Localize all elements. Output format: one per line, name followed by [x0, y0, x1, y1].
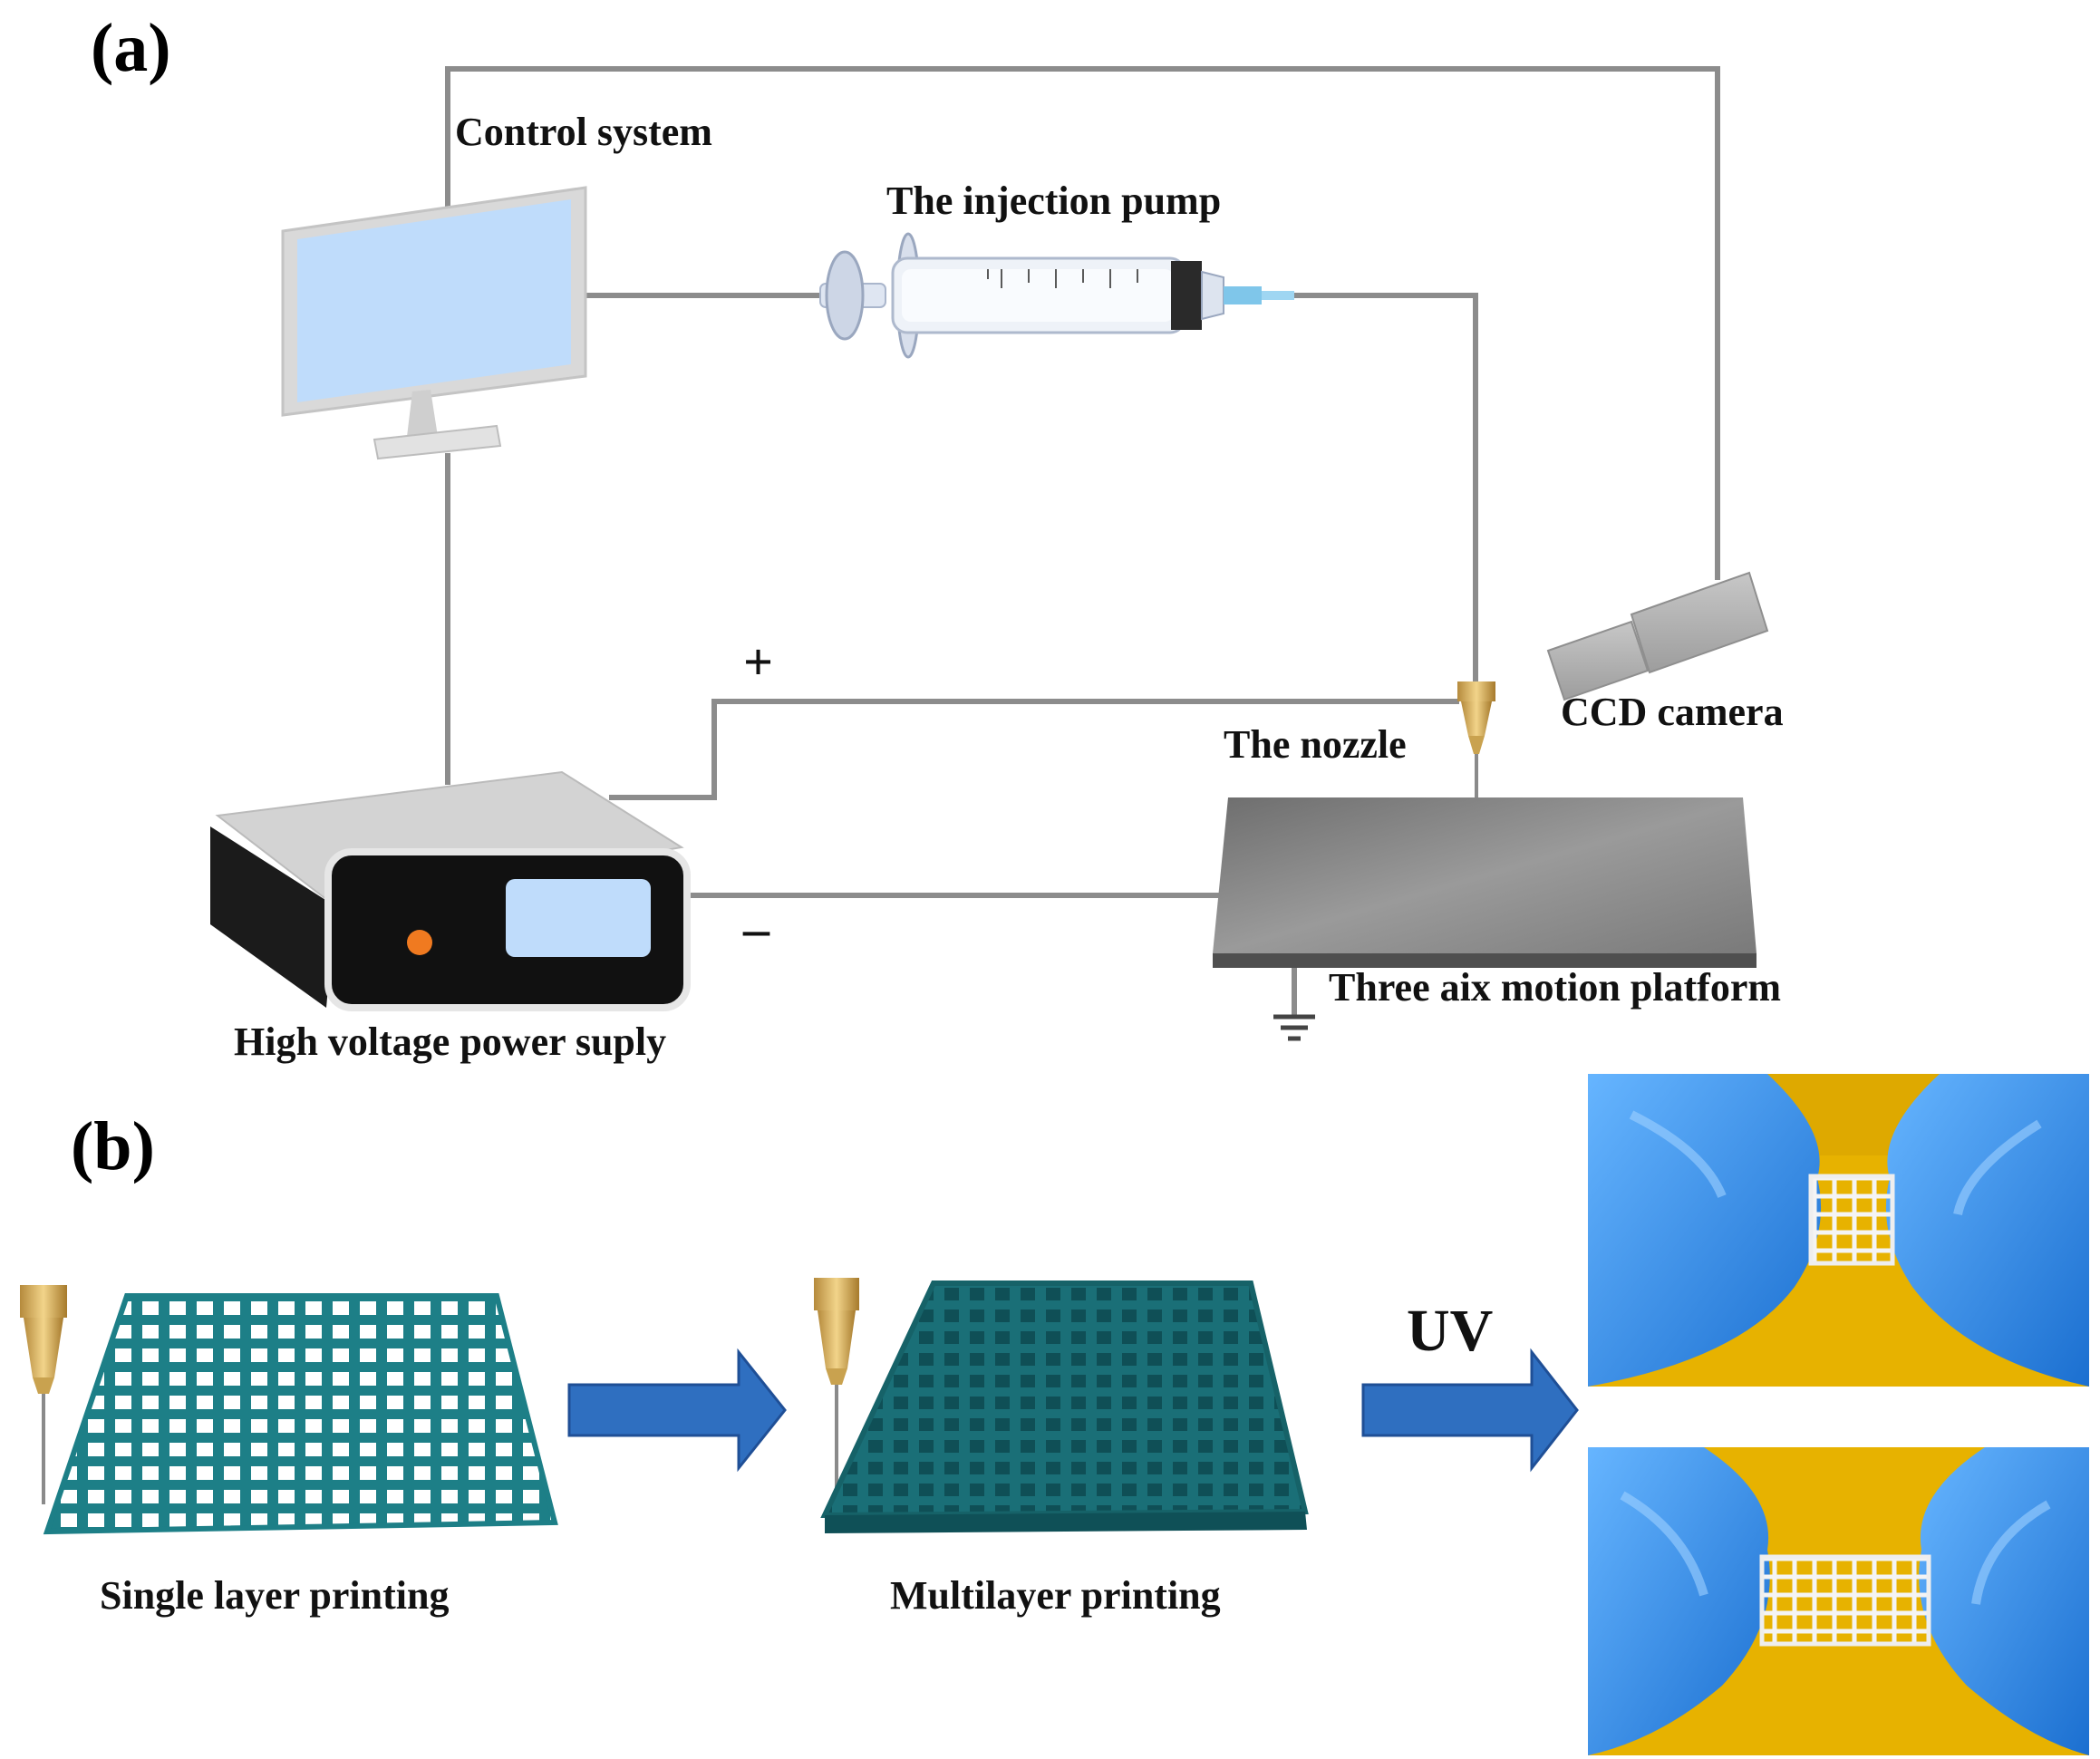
multilayer-nozzle-icon: [814, 1278, 859, 1509]
label-single-layer: Single layer printing: [100, 1573, 449, 1618]
label-platform: Three aix motion platform: [1329, 965, 1781, 1010]
ground-symbol-icon: [1273, 1014, 1315, 1041]
wire-pump-to-nozzle: [1292, 293, 1478, 681]
syringe-icon: [819, 232, 1294, 359]
arrow-right-icon: [567, 1348, 787, 1473]
polarity-positive: +: [743, 633, 773, 691]
power-led-icon: [407, 930, 432, 955]
label-multilayer: Multilayer printing: [890, 1573, 1221, 1618]
label-control-system: Control system: [455, 110, 712, 154]
photo-stretch-2: [1588, 1447, 2089, 1755]
wire-positive: [609, 699, 1459, 800]
panel-b-label: (b): [71, 1108, 155, 1184]
label-nozzle: The nozzle: [1224, 722, 1407, 767]
label-ccd-camera: CCD camera: [1561, 690, 1784, 734]
monitor-icon: [281, 186, 587, 460]
power-supply-icon: [210, 770, 691, 1011]
polarity-negative: –: [742, 899, 770, 958]
wiring: [445, 66, 1720, 1015]
single-layer-nozzle-icon: [20, 1285, 67, 1504]
motion-platform: [1213, 797, 1756, 968]
arrow-right-icon: [1361, 1348, 1579, 1473]
label-power-supply: High voltage power suply: [234, 1020, 666, 1064]
photo-stretch-1: [1588, 1074, 2089, 1387]
wire-control-to-camera: [445, 66, 1720, 580]
panel-a-label: (a): [91, 10, 171, 86]
label-injection-pump: The injection pump: [886, 179, 1221, 223]
single-layer-mesh: [43, 1293, 558, 1535]
label-uv: UV: [1407, 1298, 1493, 1364]
ccd-camera-icon: [1546, 571, 1769, 701]
multilayer-mesh: [820, 1281, 1309, 1533]
power-display-icon: [506, 879, 651, 957]
